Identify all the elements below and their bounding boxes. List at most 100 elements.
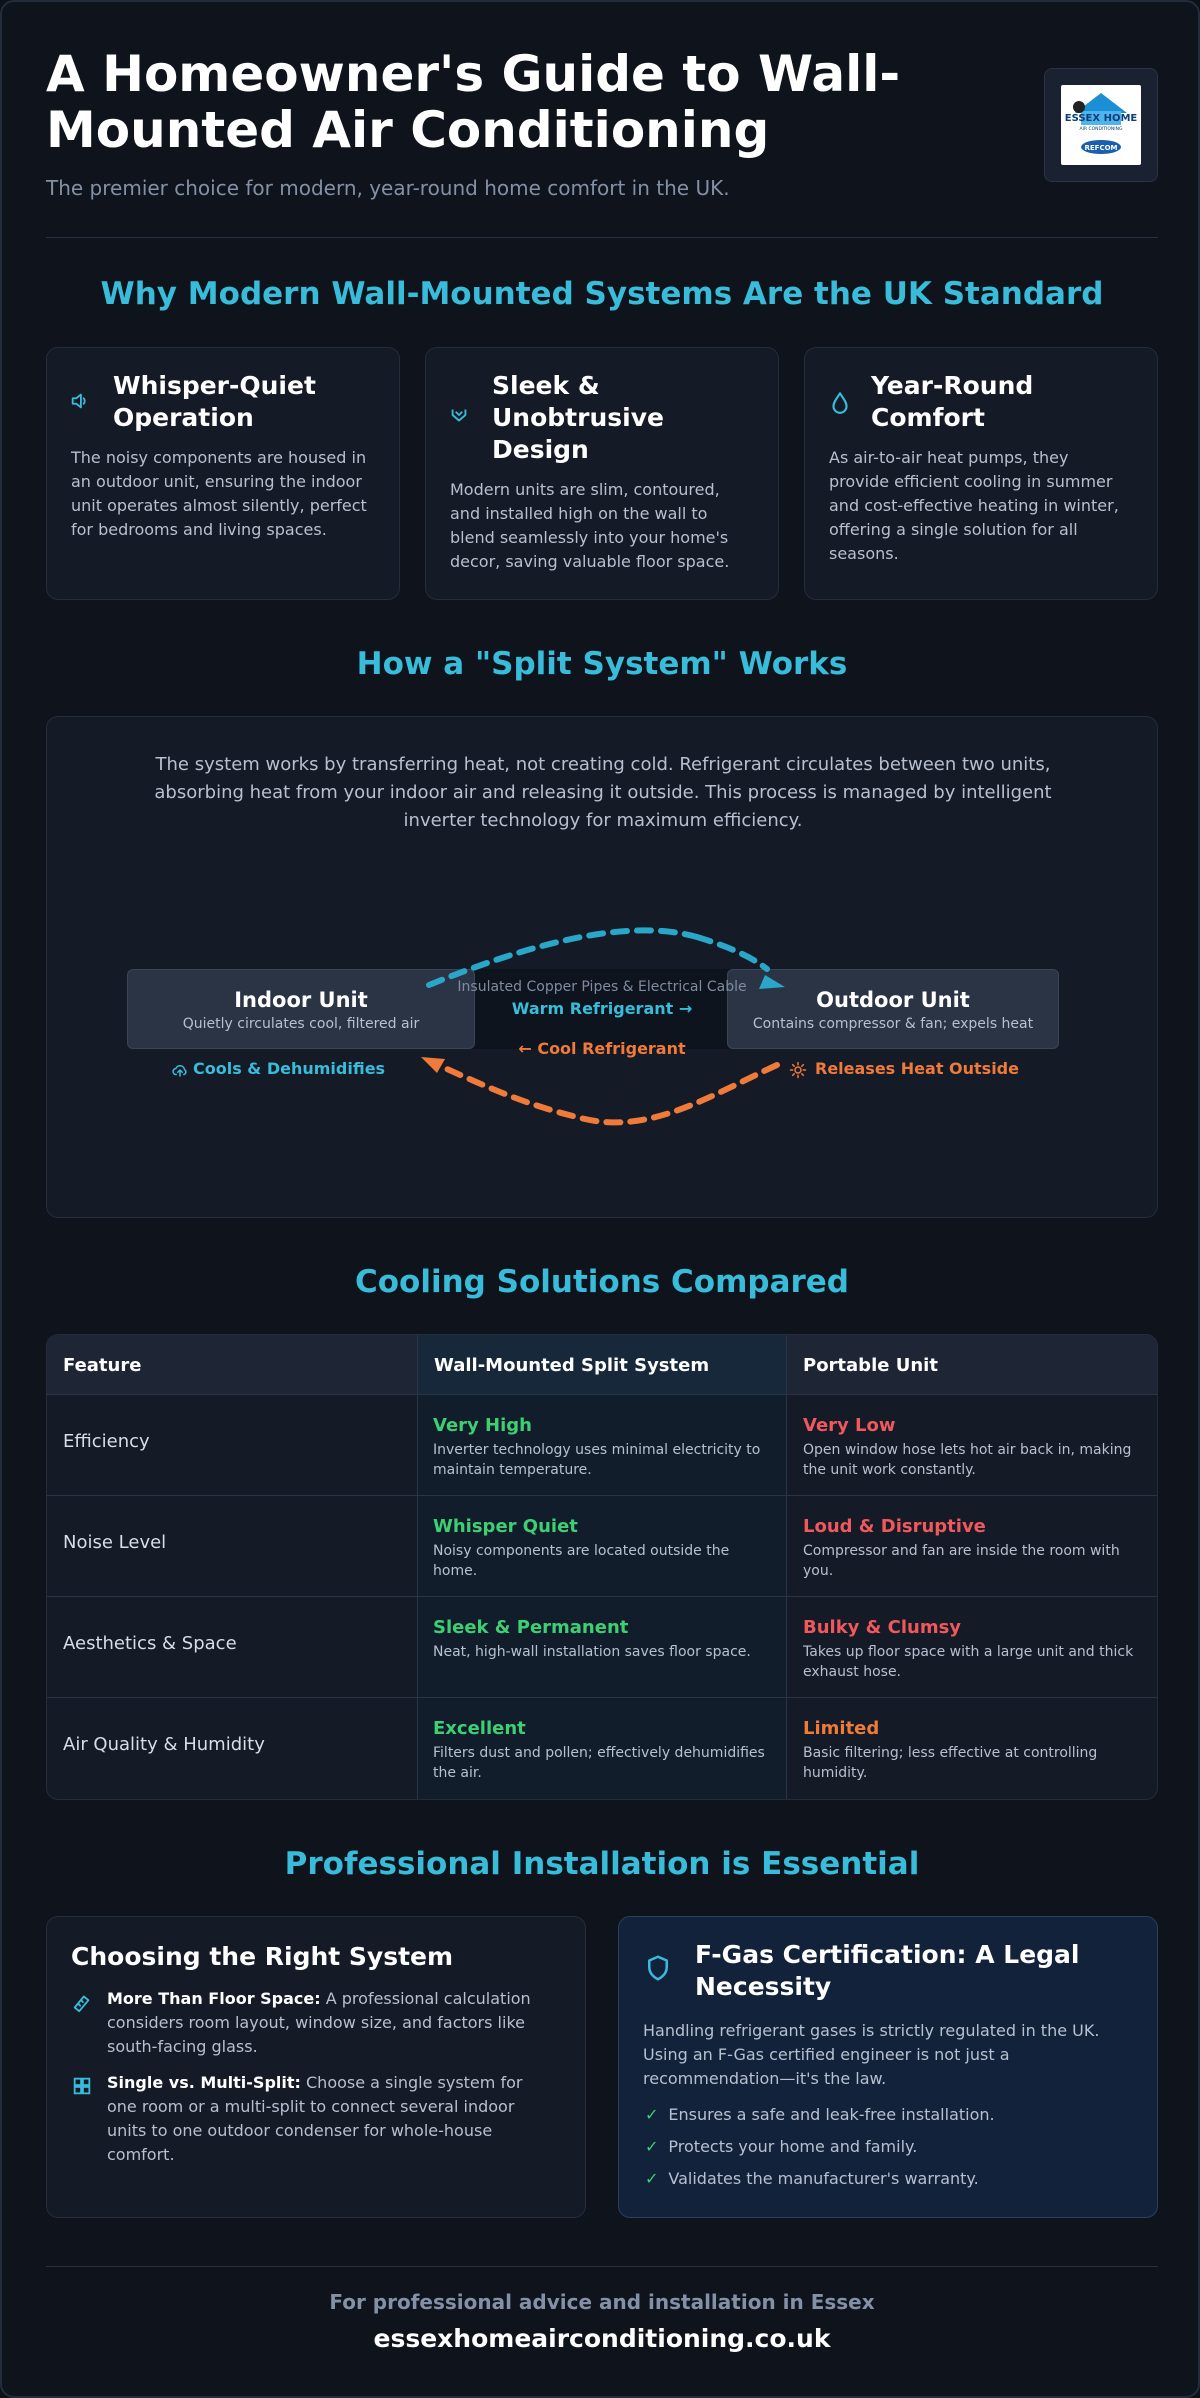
cool-arrow-head	[421, 1057, 445, 1073]
comparison-table: Feature Wall-Mounted Split System Portab…	[46, 1334, 1158, 1800]
portable-desc: Compressor and fan are inside the room w…	[803, 1543, 1120, 1579]
wall-desc: Neat, high-wall installation saves floor…	[433, 1644, 751, 1660]
releases-heat-label: Releases Heat Outside	[815, 1059, 1019, 1078]
portable-value: Loud & Disruptive	[803, 1516, 986, 1537]
logo-line1: ESSEX HOME	[1065, 113, 1138, 124]
table-row-feature: Air Quality & Humidity	[63, 1734, 265, 1755]
indoor-unit: Indoor Unit Quietly circulates cool, fil…	[127, 969, 475, 1049]
portable-desc: Takes up floor space with a large unit a…	[803, 1644, 1134, 1680]
table-row-feature: Noise Level	[63, 1532, 167, 1553]
wall-value: Very High	[433, 1415, 532, 1436]
feature-card-text: Modern units are slim, contoured, and in…	[450, 480, 730, 571]
page-title: A Homeowner's Guide to Wall-Mounted Air …	[46, 45, 901, 159]
feature-card-title: Sleek & Unobtrusive Design	[492, 371, 664, 464]
feature-card-text: The noisy components are housed in an ou…	[71, 448, 367, 539]
choosing-system-card: Choosing the Right System More Than Floo…	[46, 1916, 586, 2218]
speaker-icon	[71, 393, 86, 409]
footer-website-link[interactable]: essexhomeairconditioning.co.uk	[373, 2324, 831, 2353]
refrigerant-flow-arrows	[421, 927, 785, 1126]
warm-flow-arrow	[426, 927, 700, 988]
droplet-icon	[832, 392, 848, 414]
divider	[46, 237, 1158, 238]
table-row-feature: Efficiency	[63, 1431, 150, 1452]
wall-desc: Inverter technology uses minimal electri…	[433, 1442, 761, 1478]
cool-flow-arrow	[444, 1062, 780, 1126]
cool-refrigerant-label: ← Cool Refrigerant	[518, 1039, 686, 1058]
check-text: Validates the manufacturer's warranty.	[668, 2169, 979, 2188]
warm-flow-arrow-end	[694, 934, 770, 972]
row-divider	[47, 1596, 1157, 1597]
feature-card-title: Year-Round Comfort	[871, 371, 1034, 432]
feature-card-title: Whisper-Quiet Operation	[113, 371, 316, 432]
split-section-title: How a "Split System" Works	[356, 646, 848, 682]
wall-column-highlight	[417, 1335, 787, 1799]
install-section-title: Professional Installation is Essential	[284, 1846, 920, 1882]
wall-value: Sleek & Permanent	[433, 1617, 629, 1638]
portable-value: Very Low	[803, 1415, 896, 1436]
company-logo: ESSEX HOME AIR CONDITIONING REFCOM	[1061, 85, 1141, 165]
check-text: Ensures a safe and leak-free installatio…	[668, 2105, 995, 2124]
table-cell-portable: Limited Basic filtering; less effective …	[803, 1718, 1147, 1783]
table-header-feature: Feature	[47, 1335, 417, 1395]
table-cell-wall: Whisper Quiet Noisy components are locat…	[433, 1516, 777, 1581]
cloud-upload-icon	[172, 1064, 187, 1077]
row-divider	[47, 1495, 1157, 1496]
wall-value: Excellent	[433, 1718, 526, 1739]
row-divider	[47, 1697, 1157, 1698]
footer-tagline: For professional advice and installation…	[329, 2290, 875, 2314]
outdoor-unit: Outdoor Unit Contains compressor & fan; …	[727, 969, 1059, 1049]
choosing-item-floor-space: More Than Floor Space: A professional ca…	[107, 1987, 557, 2059]
fgas-check-item: ✓ Protects your home and family.	[645, 2137, 917, 2156]
page-subtitle: The premier choice for modern, year-roun…	[46, 176, 730, 200]
item-bold: Single vs. Multi-Split:	[107, 2073, 301, 2092]
table-row-feature: Aesthetics & Space	[63, 1633, 237, 1654]
portable-desc: Basic filtering; less effective at contr…	[803, 1745, 1098, 1781]
fgas-check-item: ✓ Validates the manufacturer's warranty.	[645, 2169, 979, 2188]
check-icon: ✓	[645, 2169, 659, 2188]
outdoor-unit-title: Outdoor Unit	[816, 988, 970, 1012]
cools-dehumidifies-label: Cools & Dehumidifies	[193, 1059, 386, 1078]
pipe-connector	[449, 969, 755, 1049]
check-icon: ✓	[645, 2137, 659, 2156]
logo-line2: AIR CONDITIONING	[1080, 126, 1123, 132]
portable-desc: Open window hose lets hot air back in, m…	[803, 1442, 1132, 1478]
choosing-item-split: Single vs. Multi-Split: Choose a single …	[107, 2071, 557, 2167]
sun-icon	[789, 1061, 807, 1079]
warm-arrow-head	[759, 975, 785, 989]
header: A Homeowner's Guide to Wall-Mounted Air …	[46, 46, 1158, 206]
wall-desc: Filters dust and pollen; effectively deh…	[433, 1745, 765, 1781]
fgas-text: Handling refrigerant gases is strictly r…	[643, 2021, 1100, 2088]
feature-card-quiet: Whisper-Quiet Operation The noisy compon…	[46, 347, 400, 600]
portable-value: Bulky & Clumsy	[803, 1617, 962, 1638]
feature-card-comfort: Year-Round Comfort As air-to-air heat pu…	[804, 347, 1158, 600]
check-icon: ✓	[645, 2105, 659, 2124]
fgas-check-item: ✓ Ensures a safe and leak-free installati…	[645, 2105, 995, 2124]
footer-divider	[46, 2266, 1158, 2267]
table-cell-portable: Very Low Open window hose lets hot air b…	[803, 1415, 1147, 1480]
indoor-unit-title: Indoor Unit	[234, 988, 368, 1012]
table-cell-wall: Excellent Filters dust and pollen; effec…	[433, 1718, 777, 1783]
shield-icon	[648, 1955, 668, 1981]
table-cell-wall: Very High Inverter technology uses minim…	[433, 1415, 777, 1480]
design-icon	[451, 409, 467, 422]
wall-value: Whisper Quiet	[433, 1516, 578, 1537]
warm-refrigerant-label: Warm Refrigerant →	[511, 999, 693, 1018]
fgas-title: F-Gas Certification: A Legal Necessity	[695, 1940, 1080, 2001]
item-text: Choose a single system for one room or a…	[107, 2073, 523, 2164]
check-text: Protects your home and family.	[668, 2137, 918, 2156]
logo-container: ESSEX HOME AIR CONDITIONING REFCOM	[1044, 68, 1158, 182]
table-cell-portable: Loud & Disruptive Compressor and fan are…	[803, 1516, 1147, 1581]
outdoor-unit-sub: Contains compressor & fan; expels heat	[752, 1016, 1034, 1032]
why-section-title: Why Modern Wall-Mounted Systems Are the …	[100, 276, 1104, 312]
table-cell-portable: Bulky & Clumsy Takes up floor space with…	[803, 1617, 1147, 1682]
wall-desc: Noisy components are located outside the…	[433, 1543, 730, 1579]
table-header-wall: Wall-Mounted Split System	[417, 1335, 787, 1395]
compare-section-title: Cooling Solutions Compared	[355, 1264, 849, 1300]
split-diagram-panel: The system works by transferring heat, n…	[46, 716, 1158, 1218]
table-header-portable: Portable Unit	[787, 1335, 1157, 1395]
ruler-icon	[73, 1995, 90, 2013]
feature-card-text: As air-to-air heat pumps, they provide e…	[829, 448, 1119, 563]
grid-icon	[73, 2077, 91, 2095]
pipe-cable-label: Insulated Copper Pipes & Electrical Cabl…	[457, 979, 747, 995]
